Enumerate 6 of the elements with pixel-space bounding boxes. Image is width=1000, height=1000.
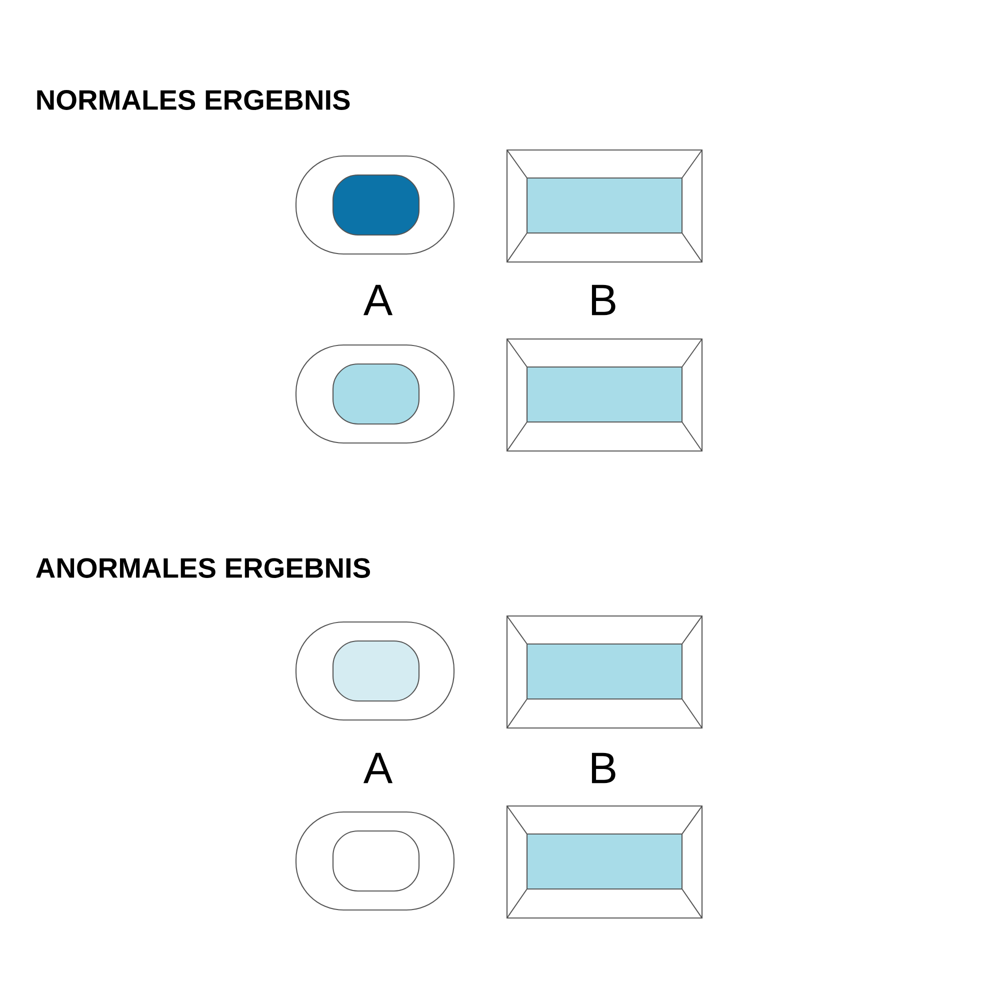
panel-letter: B — [592, 284, 616, 316]
panel-letter: B — [592, 752, 616, 784]
panel-letter: A — [363, 752, 393, 784]
section-heading: NORMALES ERGEBNIS — [37, 90, 350, 110]
panel-letter: A — [363, 284, 393, 316]
section-heading: ANORMALES ERGEBNIS — [36, 558, 370, 578]
